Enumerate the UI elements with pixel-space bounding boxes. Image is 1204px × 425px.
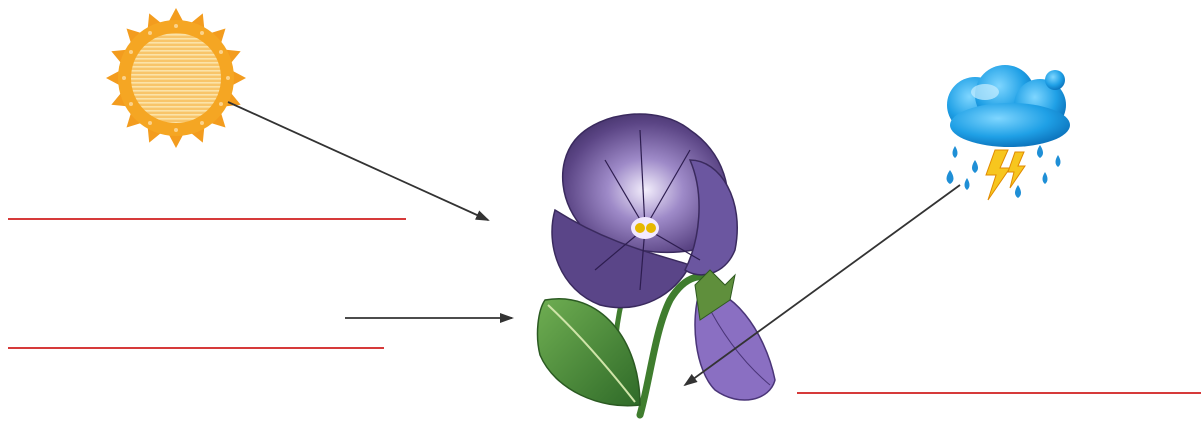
violet-flower-icon xyxy=(538,114,775,415)
rain-cloud-with-lightning-icon xyxy=(947,65,1071,200)
sun-icon xyxy=(106,8,246,148)
arrow-sun-to-plant xyxy=(228,102,488,220)
